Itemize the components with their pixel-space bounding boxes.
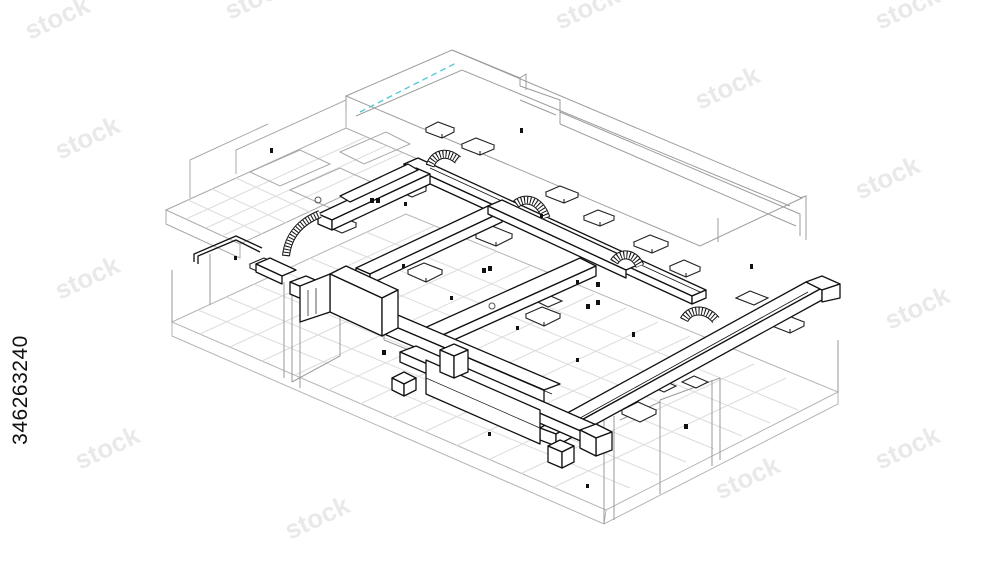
watermark: stock [550, 0, 625, 35]
flexible-duct-icon [425, 149, 461, 168]
watermark: stock [690, 59, 765, 115]
upper-floor-left-wing [164, 99, 422, 259]
hvac-duct-icon [339, 163, 419, 203]
ceiling-diffuser-icon [582, 209, 616, 227]
watermark: stock [850, 149, 925, 205]
hvac-duct-icon [579, 423, 613, 457]
ceiling-diffuser-icon [524, 306, 562, 327]
watermark: stock [870, 419, 945, 475]
watermark: stock [280, 489, 355, 545]
flexible-duct-icon [679, 306, 720, 324]
hvac-duct-icon [805, 275, 841, 303]
watermark: stock [50, 109, 125, 165]
watermark: stock [220, 0, 295, 25]
fitting-circle [314, 196, 322, 204]
ceiling-diffuser-icon [680, 375, 710, 389]
fitting-circle [488, 302, 496, 310]
hvac-duct-icon [439, 343, 469, 379]
image-id-text: 346263240 [9, 335, 32, 445]
ceiling-diffuser-icon [668, 259, 702, 278]
hvac-duct-icon [255, 257, 297, 285]
hvac-duct-icon [547, 439, 575, 469]
refrigerant-pipe [193, 235, 263, 264]
watermark: stock [20, 0, 95, 45]
ceiling-diffuser-icon [734, 290, 770, 306]
ceiling-diffuser-icon [544, 185, 580, 204]
accent-dashed-edge [359, 61, 459, 113]
watermark: stock [870, 0, 945, 35]
ceiling-diffuser-icon [632, 234, 670, 254]
ceiling-diffuser-icon [620, 401, 658, 423]
watermark: stock [710, 449, 785, 505]
image-id-label: 346263240 [4, 300, 38, 480]
hvac-duct-icon [317, 167, 431, 231]
watermark: stock [50, 249, 125, 305]
flexible-duct-icon [513, 195, 551, 220]
ceiling-diffuser-icon [460, 137, 496, 156]
upper-floor-main [344, 49, 807, 247]
air-handling-unit [299, 265, 399, 337]
hvac-duct-icon [487, 199, 641, 279]
watermark: stock [880, 279, 955, 335]
flexible-duct-icon [282, 210, 322, 257]
ceiling-diffuser-icon [424, 121, 456, 139]
ceiling-diffuser-icon [406, 262, 444, 283]
watermark: stock [70, 419, 145, 475]
hvac-duct-network [255, 157, 841, 469]
flexible-duct-icon [610, 250, 645, 269]
fittings [234, 128, 753, 488]
hvac-duct-icon [391, 371, 417, 397]
flexible-duct-set [282, 149, 720, 324]
